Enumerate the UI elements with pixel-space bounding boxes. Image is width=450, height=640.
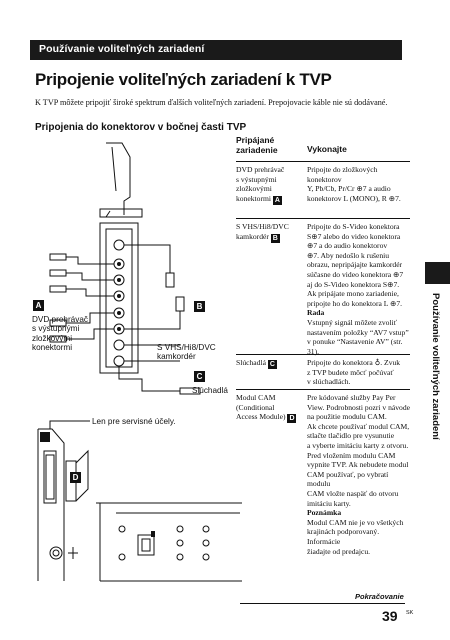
header-device: Pripájané zariadenie <box>236 135 278 155</box>
note-line: krajinách podporovaný. Informácie <box>307 527 380 546</box>
device-line: (Conditional <box>236 402 275 412</box>
row-headphones-action: Pripojte do konektora ♁. Zvuk z TVP bude… <box>307 358 411 387</box>
vhs-label-line-2: kamkordér <box>157 352 196 362</box>
row-vhs-device: S VHS/Hi8/DVC kamkordér B <box>236 222 302 243</box>
side-tab-marker <box>425 262 450 284</box>
action-line: Pred vložením modulu CAM <box>307 450 396 460</box>
note-line: nastavením položky “AV7 vstup” <box>307 327 409 337</box>
action-line: aj do S-Video konektora S⊕7. <box>307 279 400 289</box>
device-line-text: konektormi <box>236 193 272 203</box>
device-line: zložkovými <box>236 184 272 194</box>
action-line: stlačte tlačidlo pre vysunutie <box>307 431 395 441</box>
tag-c: C <box>194 371 205 382</box>
device-line: Slúchadlá C <box>236 358 302 369</box>
action-line: Pripojte do konektora ♁. Zvuk <box>307 358 401 367</box>
action-line: Y, Pb/Cb, Pr/Cr ⊕7 a audio <box>307 184 391 194</box>
table-row-dvd: DVD prehrávač s výstupnými zložkovými ko… <box>236 162 410 219</box>
note-line: v ponuke “Nastavenie AV” (str. 31). <box>307 337 403 356</box>
section-header-text: Používanie voliteľných zariadení <box>39 43 205 55</box>
action-line: súčasne do video konektora ⊕7 <box>307 269 404 279</box>
subheading: Pripojenia do konektorov v bočnej časti … <box>35 122 247 133</box>
action-line: imitáciu karty. <box>307 498 351 508</box>
action-line: z TVP budete môcť počúvať <box>307 367 394 377</box>
header-action: Vykonajte <box>307 144 347 154</box>
action-line: na použitie modulu CAM. <box>307 412 387 422</box>
action-line: Pripojte do S-Video konektora <box>307 222 400 231</box>
action-line: Pripojte do zložkových konektorov <box>307 165 378 184</box>
row-tag-d: D <box>287 414 297 424</box>
side-section-label: Používanie voliteľných zariadení <box>427 293 449 463</box>
header-device-line-2: zariadenie <box>236 145 278 155</box>
tag-b: B <box>194 301 205 312</box>
dvd-label: DVD prehrávač s výstupnými zložkovými ko… <box>32 315 88 353</box>
page-language-suffix: SK <box>406 610 414 616</box>
vhs-label-line-1: S VHS/Hi8/DVC <box>157 343 216 352</box>
device-line: s výstupnými <box>236 174 277 184</box>
continue-label: Pokračovanie <box>355 592 404 601</box>
action-line: vypnite TVP. Ak nebudete modul <box>307 460 409 470</box>
dvd-label-line-1: DVD prehrávač <box>32 315 88 324</box>
action-line: Ak pripájate mono zariadenie, <box>307 289 399 299</box>
note-title: Rada <box>307 308 325 318</box>
action-line: pripojte ho do konektora L ⊕7. <box>307 298 403 308</box>
dvd-label-line-4: konektormi <box>32 343 73 353</box>
row-dvd-device: DVD prehrávač s výstupnými zložkovými ko… <box>236 165 302 205</box>
dvd-label-line-2: s výstupnými <box>32 324 80 334</box>
tag-a: A <box>33 300 44 311</box>
intro-paragraph: K TVP môžete pripojiť široké spektrum ďa… <box>35 98 388 107</box>
dvd-label-line-3: zložkovými <box>32 333 73 343</box>
device-line-text: kamkordér <box>236 231 269 241</box>
section-header-bar: Používanie voliteľných zariadení <box>30 40 402 60</box>
device-line: kamkordér B <box>236 232 302 243</box>
connection-table: Pripájané zariadenie Vykonajte DVD prehr… <box>236 135 411 556</box>
device-line-text: Access Module) <box>236 412 286 422</box>
service-label: Len pre servisné účely. <box>92 417 176 426</box>
row-tag-c: C <box>267 360 277 369</box>
row-tag-b: B <box>270 233 280 243</box>
tag-d: D <box>70 472 81 483</box>
note-title: Poznámka <box>307 508 342 518</box>
table-row-cam: Modul CAM (Conditional Access Module) D … <box>236 390 410 556</box>
connection-diagram: A B C D DVD prehrávač s výstupnými zložk… <box>30 133 242 583</box>
device-line: Access Module) D <box>236 412 302 424</box>
page-number: 39 <box>382 608 398 624</box>
row-headphones-device: Slúchadlá C <box>236 358 302 369</box>
action-line: View. Podrobnosti pozri v návode <box>307 402 411 412</box>
action-line: Ak chcete používať modul CAM, <box>307 421 410 431</box>
side-section-label-text: Používanie voliteľných zariadení <box>430 293 441 440</box>
device-line: DVD prehrávač <box>236 165 285 174</box>
action-line: Pre kódované služby Pay Per <box>307 393 396 402</box>
headphones-label: Slúchadlá <box>192 386 228 395</box>
continue-rule <box>240 603 405 604</box>
action-line: obrazu, nepripájajte kamkordér <box>307 260 403 270</box>
action-line: CAM používať, po vybratí modulu <box>307 469 389 489</box>
device-line-text: Slúchadlá <box>236 358 266 367</box>
device-line: S VHS/Hi8/DVC <box>236 222 289 231</box>
row-dvd-action: Pripojte do zložkových konektorov Y, Pb/… <box>307 165 411 203</box>
page-title: Pripojenie voliteľných zariadení k TVP <box>35 70 332 89</box>
action-line: konektorov L (MONO), R ⊕7. <box>307 193 401 203</box>
table-row-vhs: S VHS/Hi8/DVC kamkordér B Pripojte do S-… <box>236 219 411 356</box>
header-device-line-1: Pripájané <box>236 135 275 145</box>
tv-side-illustration <box>37 142 242 582</box>
action-line: ⊕7 a do audio konektorov <box>307 241 388 251</box>
row-cam-action: Pre kódované služby Pay Per View. Podrob… <box>307 393 411 556</box>
device-line: Modul CAM <box>236 393 276 402</box>
note-line: Modul CAM nie je vo všetkých <box>307 517 404 527</box>
note-line: Vstupný signál môžete zvoliť <box>307 317 397 327</box>
action-line: a vyberte imitáciu karty z otvoru. <box>307 440 409 450</box>
table-row-headphones: Slúchadlá C Pripojte do konektora ♁. Zvu… <box>236 355 410 390</box>
row-cam-device: Modul CAM (Conditional Access Module) D <box>236 393 302 424</box>
row-tag-a: A <box>272 195 282 205</box>
row-vhs-action: Pripojte do S-Video konektora S⊕7 alebo … <box>307 222 411 356</box>
note-line: žiadajte od predajcu. <box>307 546 371 556</box>
action-line: ⊕7. Aby nedošlo k rušeniu <box>307 250 390 260</box>
vhs-label: S VHS/Hi8/DVC kamkordér <box>157 343 216 362</box>
table-header-row: Pripájané zariadenie Vykonajte <box>236 135 410 162</box>
action-line: v slúchadlách. <box>307 377 351 387</box>
action-line: CAM vložte naspäť do otvoru <box>307 488 399 498</box>
action-line: S⊕7 alebo do video konektora <box>307 231 401 241</box>
device-line: konektormi A <box>236 194 302 205</box>
